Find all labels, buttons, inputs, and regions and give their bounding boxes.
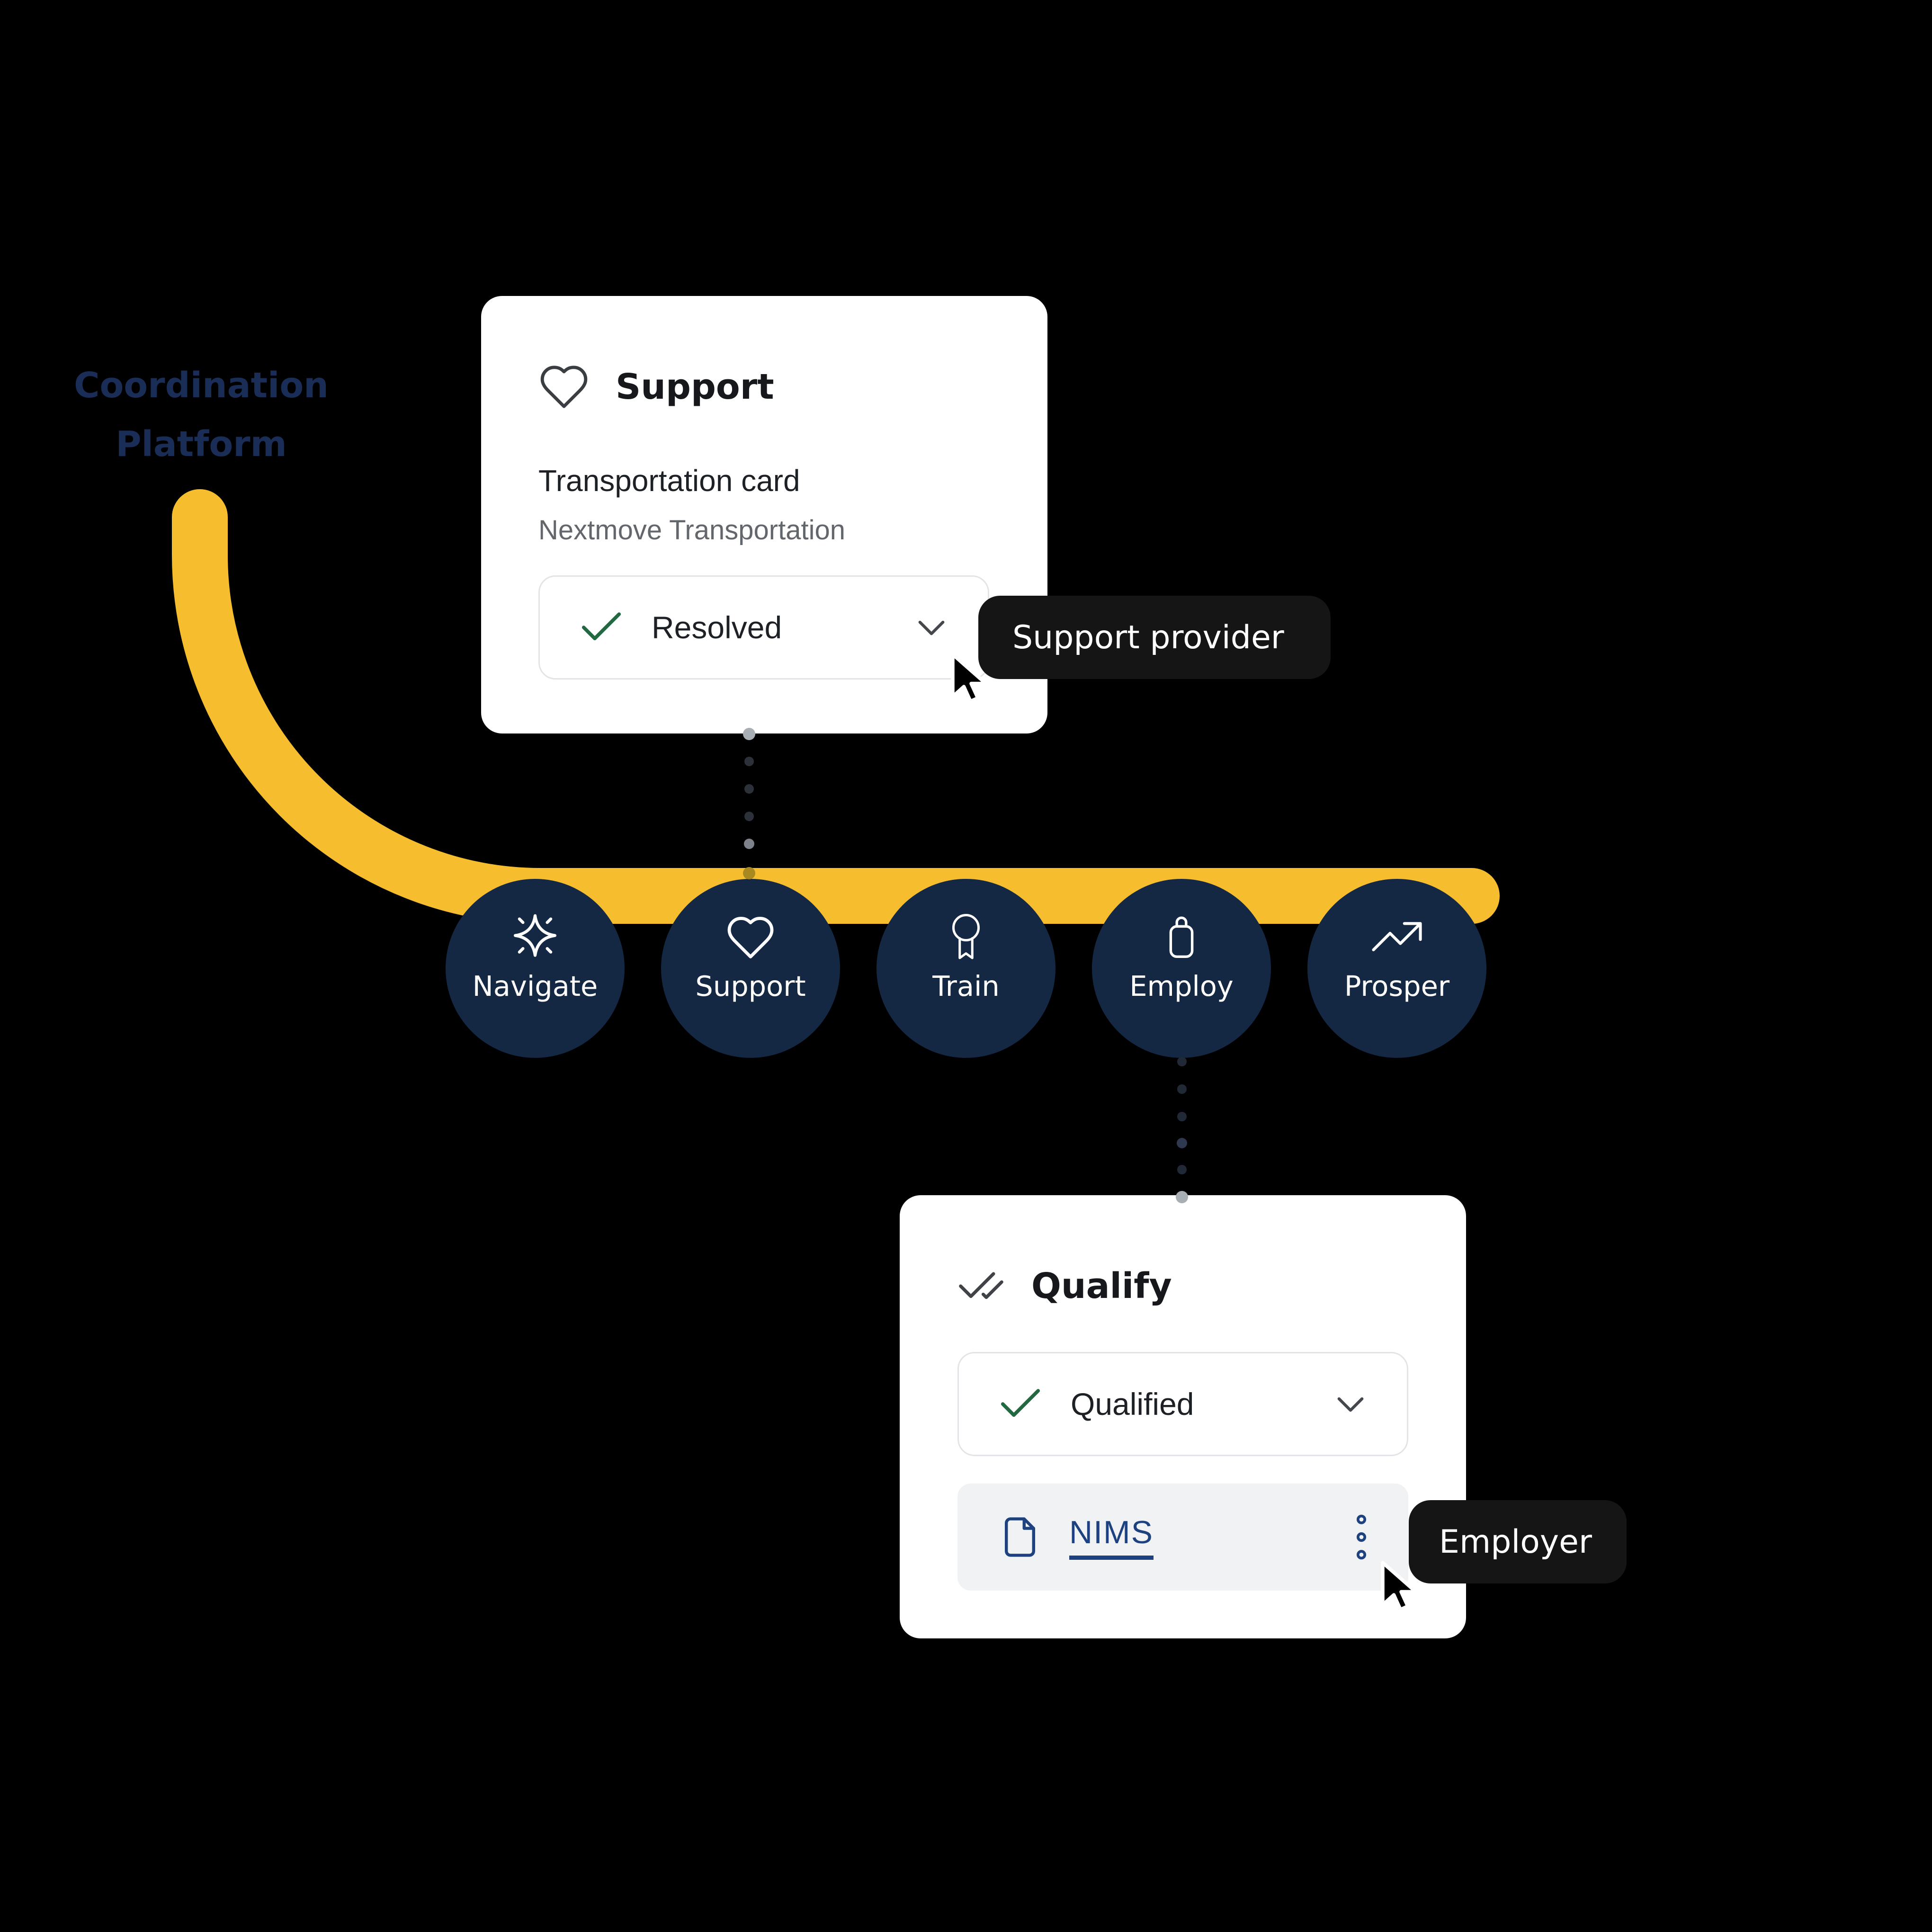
qualify-card: Qualify Qualified NIMS [900,1195,1466,1638]
qualify-card-title: Qualify [1031,1266,1172,1306]
double-check-icon [957,1261,1006,1311]
sparkle-icon [500,902,571,973]
coordination-line2: Platform [116,424,287,465]
journey-step-label: Train [932,970,1000,1002]
coordination-platform-label: Coordination Platform [49,356,354,474]
support-provider-tag-label: Support provider [1012,618,1284,656]
journey-step-label: Prosper [1344,970,1450,1002]
employer-tag-label: Employer [1439,1523,1592,1561]
item-subtitle: Nextmove Transportation [538,515,845,546]
kebab-menu-button[interactable] [1352,1510,1370,1564]
trending-up-icon [1363,903,1431,972]
item-title: Transportation card [538,464,800,498]
employer-tag: Employer [1409,1500,1627,1583]
heart-icon [725,912,776,963]
qualify-card-header: Qualify [957,1260,1172,1313]
support-provider-tag: Support provider [978,596,1331,679]
chevron-down-icon [1325,1379,1376,1429]
cursor-arrow-icon [1371,1557,1428,1614]
award-icon [938,909,994,966]
check-icon [575,601,628,654]
check-icon [994,1377,1047,1431]
journey-step-navigate: Navigate [446,879,625,1058]
qualify-status-dropdown[interactable]: Qualified [957,1352,1408,1456]
credential-row: NIMS [957,1484,1408,1591]
journey-step-employ: Employ [1092,879,1271,1058]
support-card-title: Support [616,367,774,407]
file-icon [997,1514,1043,1560]
support-card: Support Transportation card Nextmove Tra… [481,296,1047,733]
chevron-down-icon [906,602,957,653]
status-value: Resolved [652,610,782,645]
briefcase-icon [1154,909,1209,965]
heart-icon [538,361,590,413]
coordination-line1: Coordination [74,365,329,406]
journey-step-prosper: Prosper [1307,879,1486,1058]
journey-step-label: Navigate [472,970,598,1002]
cursor-arrow-icon [941,649,998,706]
journey-step-label: Support [695,970,806,1002]
qualify-status-value: Qualified [1071,1386,1194,1422]
journey-step-support: Support [661,879,840,1058]
journey-step-label: Employ [1129,970,1234,1002]
status-dropdown[interactable]: Resolved [538,575,989,680]
support-card-header: Support [538,360,774,413]
journey-step-train: Train [877,879,1055,1058]
nims-link[interactable]: NIMS [1069,1515,1154,1560]
